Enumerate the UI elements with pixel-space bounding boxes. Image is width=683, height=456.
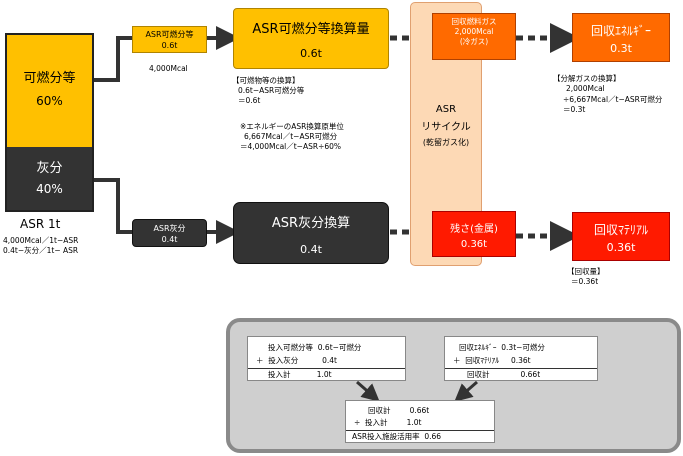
energy-note-l2: ÷6,667Mcal／t−ASR可燃分 — [563, 95, 663, 104]
asr-ash-label: 灰分 — [36, 161, 63, 176]
energy-note-l3: ＝0.3t — [563, 105, 586, 114]
ash-conversion-title: ASR灰分換算 — [271, 216, 351, 231]
residue-metal-box: 残さ(金属) 0.36t — [432, 211, 516, 257]
combustible-note-l2: ＝0.6t — [238, 96, 261, 105]
result-line-2: ÷ 投入計 1.0t — [354, 418, 422, 427]
energy-note-l1: 2,000Mcal — [566, 84, 605, 93]
branch-top-line — [94, 36, 132, 82]
result-line-1: 回収計 0.66t — [368, 406, 430, 415]
recycle-line-2: リサイクル — [421, 122, 471, 133]
asr-combustible-box: ASR可燃分等 0.6t — [132, 26, 207, 53]
combustible-conversion-box: ASR可燃分等換算量 0.6t — [233, 8, 389, 69]
arrow-input-to-result — [356, 380, 380, 402]
combustible-conversion-value: 0.6t — [300, 47, 322, 60]
energy-value: 0.3t — [610, 42, 632, 55]
recovered-fuel-gas-box: 回収燃料ガス 2,000Mcal (冷ガス) — [432, 13, 516, 60]
fuel-gas-line-2: 2,000Mcal — [454, 27, 494, 36]
ash-conversion-box: ASR灰分換算 0.4t — [233, 202, 389, 264]
material-note-head: 【回収量】 — [567, 267, 605, 276]
asr-ash-box-value: 0.4t — [161, 235, 178, 244]
fuel-gas-line-1: 回収燃料ガス — [451, 17, 497, 26]
material-value: 0.36t — [606, 241, 636, 254]
recovered-material-box: 回収ﾏﾃﾘｱﾙ 0.36t — [572, 212, 670, 261]
material-title: 回収ﾏﾃﾘｱﾙ — [593, 223, 648, 237]
asr-ash-pct: 40% — [36, 182, 63, 196]
recovered-energy-box: 回収ｴﾈﾙｷﾞｰ 0.3t — [572, 13, 670, 62]
input-total-box: 投入可燃分等 0.6t−可燃分 ＋ 投入灰分 0.4t 投入計 1.0t — [247, 336, 406, 381]
utilization-result-box: 回収計 0.66t ÷ 投入計 1.0t ASR投入施設活用率 0.66 — [345, 400, 495, 443]
output-line-1: 回収ｴﾈﾙｷﾞｰ 0.3t−可燃分 — [459, 343, 545, 352]
input-line-2: ＋ 投入灰分 0.4t — [256, 356, 337, 365]
asr-unit-note-2: 0.4t−灰分／1t− ASR — [3, 246, 79, 255]
asr-ash-block: 灰分 40% — [5, 147, 94, 212]
combustible-note-l1: 0.6t−ASR可燃分等 — [238, 86, 305, 95]
output-divider — [445, 368, 597, 369]
input-line-1: 投入可燃分等 0.6t−可燃分 — [268, 343, 362, 352]
combustible-note-l5: ＝4,000Mcal／t−ASR÷60% — [240, 142, 342, 151]
output-total-box: 回収ｴﾈﾙｷﾞｰ 0.3t−可燃分 ＋ 回収ﾏﾃﾘｱﾙ 0.36t 回収計 0.… — [444, 336, 598, 381]
output-line-2: ＋ 回収ﾏﾃﾘｱﾙ 0.36t — [453, 356, 531, 365]
material-note-l1: ＝0.36t — [571, 277, 599, 286]
asr-ash-box: ASR灰分 0.4t — [132, 219, 207, 247]
input-line-3: 投入計 1.0t — [268, 370, 332, 379]
arrow-output-to-result — [454, 380, 478, 402]
asr-combustible-label: 可燃分等 — [23, 71, 76, 86]
asr-combustible-block: 可燃分等 60% — [5, 33, 94, 147]
combustible-note-head: 【可燃物等の換算】 — [232, 76, 300, 85]
asr-combustible-pct: 60% — [36, 94, 63, 108]
residue-label: 残さ(金属) — [450, 224, 498, 235]
branch-bottom-line — [94, 178, 132, 234]
asr-unit-note-1: 4,000Mcal／1t−ASR — [3, 236, 79, 245]
asr-combustible-box-value: 0.6t — [161, 41, 178, 50]
recycle-line-3: (乾留ガス化) — [422, 138, 470, 147]
combustible-conversion-title: ASR可燃分等換算量 — [252, 22, 370, 37]
energy-title: 回収ｴﾈﾙｷﾞｰ — [590, 24, 651, 38]
fuel-gas-line-3: (冷ガス) — [459, 37, 489, 46]
asr-combustible-box-label: ASR可燃分等 — [145, 30, 194, 39]
result-line-3: ASR投入施設活用率 0.66 — [352, 432, 442, 441]
asr-ash-box-label: ASR灰分 — [153, 224, 186, 233]
output-line-3: 回収計 0.66t — [467, 370, 541, 379]
asr-combustible-energy: 4,000Mcal — [149, 64, 188, 73]
combustible-note-l3: ※エネルギーのASR換算原単位 — [240, 122, 344, 131]
input-divider — [248, 368, 405, 369]
residue-value: 0.36t — [460, 239, 488, 250]
combustible-note-l4: 6,667Mcal／t−ASR可燃分 — [244, 132, 338, 141]
asr-unit-title: ASR 1t — [20, 217, 61, 231]
ash-conversion-value: 0.4t — [300, 243, 322, 256]
result-divider — [346, 430, 494, 431]
energy-note-head: 【分解ガスの換算】 — [553, 74, 621, 83]
recycle-line-1: ASR — [435, 104, 457, 115]
